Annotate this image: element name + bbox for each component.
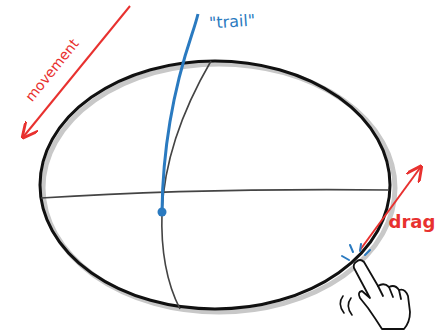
equator-line — [41, 190, 389, 198]
drag-label: drag — [389, 213, 436, 231]
hand-icon — [354, 260, 410, 329]
sphere-outline — [40, 61, 390, 309]
trail-label: "trail" — [208, 12, 255, 31]
tap-marks — [342, 244, 370, 260]
position-dot — [158, 208, 167, 217]
movement-arrow — [24, 6, 130, 136]
movement-label: movement — [23, 36, 82, 104]
drag-arrow — [360, 168, 420, 250]
trail-line — [162, 14, 198, 212]
meridian-line — [162, 61, 211, 309]
motion-strokes — [340, 296, 352, 315]
